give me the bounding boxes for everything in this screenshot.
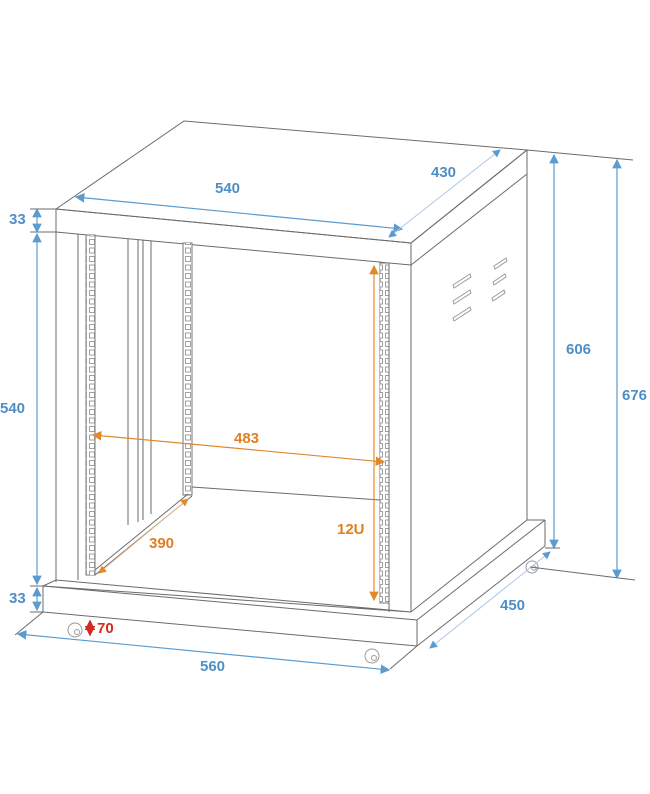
top-width-label: 540 (215, 180, 241, 197)
casters (67, 560, 539, 664)
top-panel (54, 120, 529, 266)
top-depth-label: 430 (431, 164, 457, 181)
top-panel-height-label: 33 (9, 211, 26, 228)
external-dimensions (14, 149, 636, 674)
internal-dimensions (91, 264, 386, 602)
caster-front-right (364, 648, 380, 664)
caster-height-label: 70 (97, 620, 114, 637)
vent-slots (452, 257, 508, 322)
rack-units-label: 12U (337, 521, 365, 538)
caster-front-left (67, 622, 83, 638)
body-height-label: 606 (566, 341, 592, 358)
base-height-label: 33 (9, 590, 26, 607)
rail-depth-label: 390 (149, 535, 175, 552)
base-depth-label: 450 (500, 597, 526, 614)
rail-width-label: 483 (234, 430, 260, 447)
front-frame (55, 232, 390, 612)
base-plinth (42, 519, 546, 647)
base-width-label: 560 (200, 658, 226, 675)
total-height-label: 676 (622, 387, 648, 404)
inner-height-label: 540 (0, 400, 26, 417)
